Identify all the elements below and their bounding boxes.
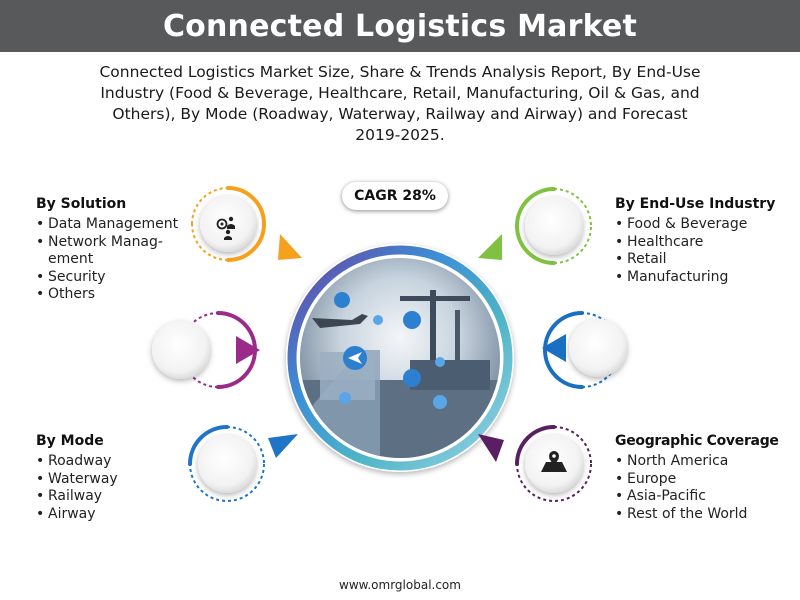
section-title: Geographic Coverage [615, 433, 779, 449]
title-bar: Connected Logistics Market [0, 0, 800, 52]
purple-arrow [236, 336, 260, 364]
mid-left-bubble [152, 311, 260, 389]
section-by-solution: By Solution Data Management Network Mana… [36, 196, 206, 304]
list-item: North America [615, 453, 800, 471]
subtitle-line: Connected Logistics Market Size, Share &… [99, 63, 701, 81]
mid-right-bubble [542, 311, 627, 389]
list-item: Railway [36, 488, 196, 506]
list-item: Healthcare [615, 234, 800, 252]
subtitle-line: Industry (Food & Beverage, Healthcare, R… [100, 84, 700, 102]
section-list: Data Management Network Manag- ement Sec… [36, 216, 206, 304]
list-item: Network Manag- [36, 234, 206, 252]
subtitle-line: Others), By Mode (Roadway, Waterway, Rai… [112, 105, 688, 123]
section-list: North America Europe Asia-Pacific Rest o… [615, 453, 800, 523]
list-item: Roadway [36, 453, 196, 471]
list-item: Manufacturing [615, 269, 800, 287]
list-item: Retail [615, 251, 800, 269]
list-item: Europe [615, 471, 800, 489]
section-list: Food & Beverage Healthcare Retail Manufa… [615, 216, 800, 286]
list-item: Rest of the World [615, 506, 800, 524]
list-item: Airway [36, 506, 196, 524]
solution-bubble [191, 186, 302, 262]
list-item: Food & Beverage [615, 216, 800, 234]
enduse-bubble [478, 187, 592, 265]
green-arrow [478, 234, 502, 260]
cagr-badge: CAGR 28% [342, 182, 448, 210]
page-title: Connected Logistics Market [162, 8, 638, 44]
report-subtitle: Connected Logistics Market Size, Share &… [40, 62, 760, 146]
section-by-end-use-industry: By End-Use Industry Food & Beverage Heal… [615, 196, 800, 286]
dark-purple-arrow [478, 434, 504, 462]
list-item: Data Management [36, 216, 206, 234]
list-item: Waterway [36, 471, 196, 489]
section-title: By Solution [36, 196, 127, 212]
right-blue-arrow [542, 334, 566, 362]
people-gear-icon [216, 216, 235, 240]
photo-icons [334, 292, 447, 409]
section-list: Roadway Waterway Railway Airway [36, 453, 196, 523]
section-geographic-coverage: Geographic Coverage North America Europe… [615, 433, 800, 523]
section-title: By End-Use Industry [615, 196, 776, 212]
section-title: By Mode [36, 433, 104, 449]
blue-arrow [268, 434, 298, 458]
list-item: Security [36, 269, 206, 287]
footer-url[interactable]: www.omrglobal.com [339, 578, 461, 592]
map-pin-icon [541, 451, 567, 472]
geo-bubble [478, 425, 592, 502]
subtitle-line: 2019-2025. [355, 126, 445, 144]
list-item: Asia-Pacific [615, 488, 800, 506]
orange-arrow [278, 234, 302, 260]
central-hub [286, 244, 514, 472]
section-by-mode: By Mode Roadway Waterway Railway Airway [36, 433, 196, 523]
mode-bubble [188, 425, 298, 502]
list-item: Others [36, 286, 206, 304]
list-item: ement [48, 251, 94, 267]
